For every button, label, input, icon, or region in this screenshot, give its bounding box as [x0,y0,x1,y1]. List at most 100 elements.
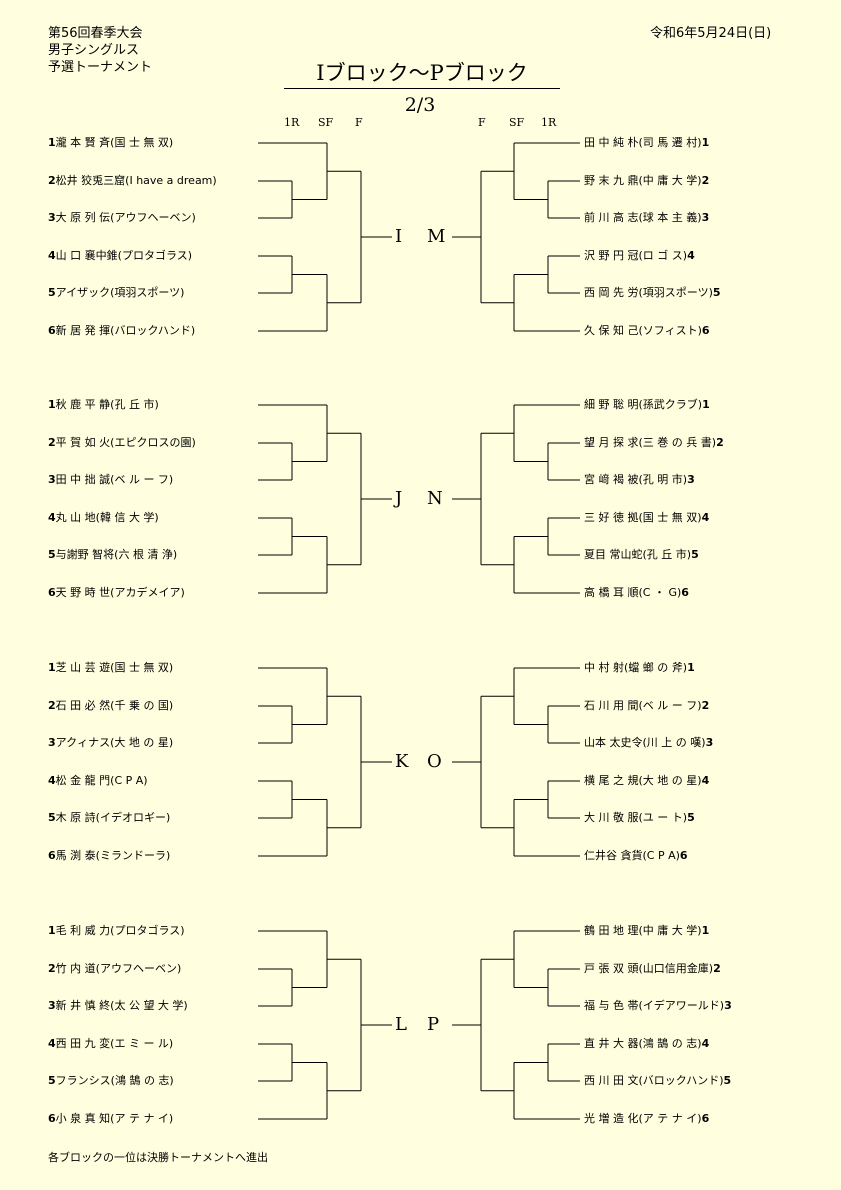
right-player-entry: 久 保 知 己(ソフィスト)6 [584,324,786,338]
right-player-entry: 山本 太史令(川 上 の 嘆)3 [584,736,786,750]
seed-number: 3 [48,473,56,486]
left-block-letter: L [395,1014,407,1035]
seed-number: 3 [48,736,56,749]
player-name: 毛 利 威 力 [55,924,111,937]
player-team: (ミランドーラ) [95,849,171,862]
round-label-left-f: F [355,116,363,129]
player-name: 西 川 田 文 [584,1074,639,1087]
seed-number: 4 [48,249,56,262]
seed-number: 3 [724,999,732,1012]
player-name: 高 橋 耳 順 [584,586,639,599]
seed-number: 6 [701,1112,710,1125]
left-player-entry: 3新 井 慎 終(太 公 望 大 学) [48,999,252,1013]
player-team: (バロックハンド) [638,1074,724,1087]
player-team: (六 根 清 浄) [114,548,178,561]
player-team: (項羽スポーツ) [638,286,713,299]
event-title: 第56回春季大会 [48,26,143,41]
player-name: 細 野 聡 明 [584,398,639,411]
left-player-entry: 6新 居 発 揮(バロックハンド) [48,324,252,338]
player-team: (イデアワールド) [638,999,725,1012]
player-team: (国 士 無 双) [110,136,174,149]
player-name: 宮 﨑 褐 被 [584,473,639,486]
player-team: (孫武クラブ) [638,398,703,411]
left-player-entry: 3田 中 拙 誠(ベ ル ー フ) [48,473,252,487]
round-label-right-sf: SF [509,116,525,129]
seed-number: 5 [48,548,56,561]
left-block-letter: J [395,488,403,509]
player-team: (蟷 螂 の 斧) [624,661,688,674]
player-name: 木 原 詩 [55,811,96,824]
player-team: (ロ ゴ ス) [638,249,688,262]
left-player-entry: 4丸 山 地(韓 信 大 学) [48,511,252,525]
player-team: (I have a dream) [125,174,217,187]
seed-number: 3 [687,473,695,486]
right-player-entry: 福 与 色 帯(イデアワールド)3 [584,999,786,1013]
player-name: 直 井 大 器 [584,1037,639,1050]
right-player-entry: 西 川 田 文(バロックハンド)5 [584,1074,786,1088]
seed-number: 2 [48,962,56,975]
player-name: 田 中 拙 誠 [55,473,111,486]
seed-number: 4 [701,774,710,787]
player-team: (ア テ ナ イ) [638,1112,702,1125]
left-player-entry: 3アクィナス(大 地 の 星) [48,736,252,750]
player-name: 大 原 列 伝 [55,211,111,224]
player-team: (バロックハンド) [110,324,196,337]
player-name: 西 田 九 変 [55,1037,111,1050]
player-team: (ユ ー ト) [638,811,688,824]
right-player-entry: 野 末 九 鼎(中 庸 大 学)2 [584,174,786,188]
seed-number: 2 [701,174,710,187]
player-team: (三 巻 の 兵 書) [638,436,717,449]
left-player-entry: 1秋 鹿 平 静(孔 丘 市) [48,398,252,412]
player-name: 戸 張 双 頭 [584,962,639,975]
seed-number: 4 [48,1037,56,1050]
left-player-entry: 2松井 狡兎三窟(I have a dream) [48,174,252,188]
seed-number: 3 [48,999,56,1012]
player-team: (国 士 無 双) [110,661,174,674]
seed-number: 2 [716,436,724,449]
player-name: 山 口 襄中錐 [55,249,118,262]
right-player-entry: 夏目 常山蛇(孔 丘 市)5 [584,548,786,562]
seed-number: 4 [687,249,695,262]
player-team: (太 公 望 大 学) [110,999,188,1012]
seed-number: 4 [48,774,56,787]
player-team: (エピクロスの園) [110,436,196,449]
seed-number: 3 [701,211,710,224]
right-block-letter: P [427,1014,440,1035]
seed-number: 6 [48,586,56,599]
player-name: 馬 渕 泰 [55,849,96,862]
player-team: (エ ミ ー ル) [110,1037,174,1050]
player-team: (中 庸 大 学) [638,924,702,937]
player-team: (球 本 主 義) [638,211,702,224]
round-label-right-1r: 1R [541,116,557,129]
left-player-entry: 4山 口 襄中錐(プロタゴラス) [48,249,252,263]
page-number: 2/3 [404,94,436,116]
player-team: (イデオロギー) [95,811,171,824]
seed-number: 1 [48,398,56,411]
right-player-entry: 中 村 射(蟷 螂 の 斧)1 [584,661,786,675]
player-name: 平 賀 如 火 [55,436,111,449]
player-name: 丸 山 地 [55,511,96,524]
seed-number: 2 [713,962,721,975]
left-player-entry: 4松 金 龍 門(C P A) [48,774,252,788]
seed-number: 4 [701,511,710,524]
player-team: (プロタゴラス) [117,249,193,262]
left-player-entry: 2竹 内 道(アウフヘーベン) [48,962,252,976]
player-team: (韓 信 大 学) [95,511,159,524]
player-team: (項羽スポーツ) [110,286,185,299]
left-player-entry: 5与謝野 智将(六 根 清 浄) [48,548,252,562]
event-date: 令和6年5月24日(日) [650,26,772,41]
player-name: 秋 鹿 平 静 [55,398,111,411]
player-name: 小 泉 真 知 [55,1112,111,1125]
player-name: 天 野 時 世 [55,586,111,599]
player-name: 石 田 必 然 [55,699,111,712]
player-team: (孔 丘 市) [110,398,159,411]
seed-number: 6 [48,849,56,862]
player-team: (ソフィスト) [638,324,702,337]
player-team: (孔 明 市) [638,473,688,486]
player-name: 光 増 造 化 [584,1112,639,1125]
player-team: (中 庸 大 学) [638,174,702,187]
footer-note: 各ブロックの一位は決勝トーナメントへ進出 [48,1151,268,1164]
seed-number: 2 [48,436,56,449]
left-player-entry: 4西 田 九 変(エ ミ ー ル) [48,1037,252,1051]
right-player-entry: 三 好 徳 拠(国 士 無 双)4 [584,511,786,525]
